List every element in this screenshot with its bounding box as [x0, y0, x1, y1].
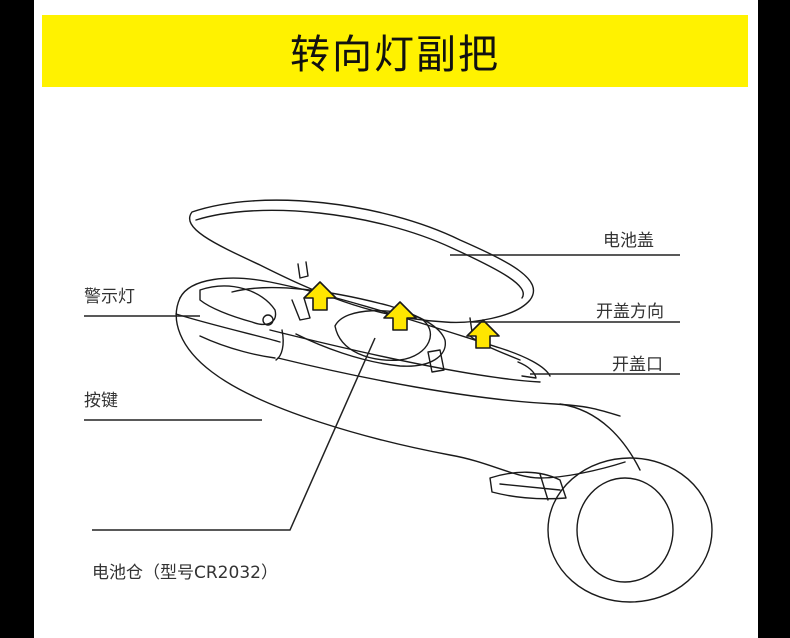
battery-recess: [334, 310, 431, 361]
title-banner: 转向灯副把: [42, 15, 748, 87]
handle-top-rim: [179, 277, 551, 377]
clamp-arm: [559, 403, 641, 471]
clamp-ring-inner: [576, 477, 674, 583]
clamp-screw: [489, 471, 567, 500]
housing-side-top: [269, 329, 541, 383]
label-battery-cover: 电池盖: [603, 231, 654, 251]
open-direction-arrow-3: [466, 319, 500, 349]
label-warning-light: 警示灯: [84, 287, 135, 307]
housing-side-bottom: [277, 357, 621, 417]
battery-cover-shape: [189, 199, 535, 324]
warning-light-lens: [199, 285, 277, 326]
page-title: 转向灯副把: [290, 32, 500, 78]
open-direction-arrow-1: [303, 281, 337, 311]
open-direction-arrow-2: [383, 301, 417, 331]
label-open-slot: 开盖口: [612, 355, 663, 375]
clamp-ring-outer: [547, 457, 713, 603]
label-open-direction: 开盖方向: [596, 302, 664, 322]
label-button: 按键: [84, 391, 118, 411]
label-battery-compartment: 电池仓（型号CR2032）: [92, 563, 278, 583]
battery-cover-inner-edge: [195, 209, 524, 299]
leader-battery-compartment: [92, 337, 376, 531]
